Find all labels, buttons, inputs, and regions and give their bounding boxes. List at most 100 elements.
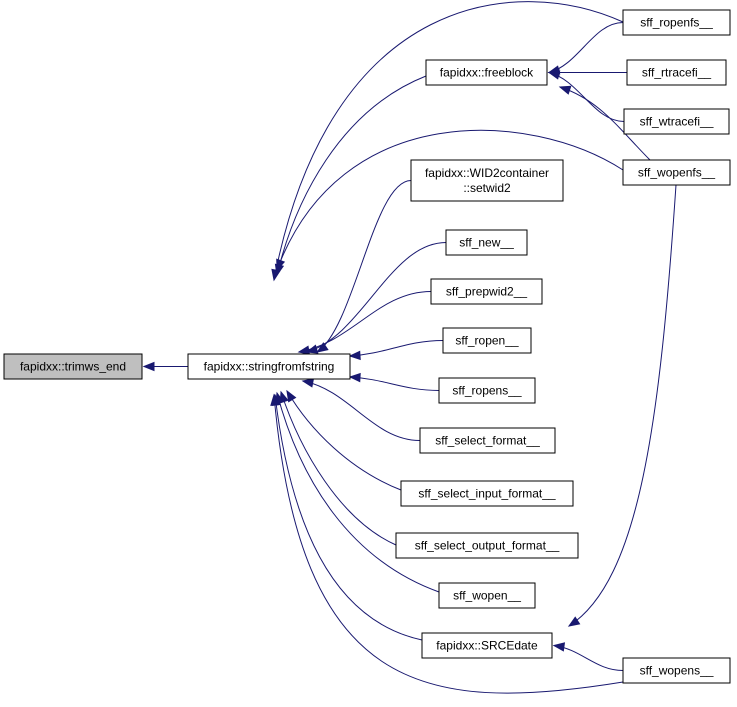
node-label: sff_prepwid2__ [446,285,527,299]
node-box [442,327,532,354]
edge-arrowhead [301,378,315,388]
node-box [622,657,731,684]
node-setwid2[interactable]: fapidxx::WID2container::setwid2 [410,159,564,202]
edge-sff_ropens-to-stringfromfstring [348,372,440,391]
node-label: sff_wopen__ [453,589,521,603]
node-label: sff_select_format__ [435,434,540,448]
node-box [622,159,731,186]
node-box [438,377,536,404]
node-label: fapidxx::SRCEdate [436,639,538,653]
edge-sff_wopenfs-to-srcedate [567,184,677,627]
node-sff-rtracefi[interactable]: sff_rtracefi__ [626,59,727,86]
node-box [445,229,528,256]
node-trimws-end: fapidxx::trimws_end [3,353,143,380]
node-sff-ropens[interactable]: sff_ropens__ [438,377,536,404]
edge-line [349,340,444,357]
node-label: sff_rtracefi__ [642,66,711,80]
edge-sff_ropenfs-to-freeblock [547,22,624,75]
edge-arrowhead [297,345,311,355]
edge-sff_select_input_format-to-stringfromfstring [286,389,402,491]
node-label: sff_new__ [459,236,514,250]
edge-arrowhead [558,85,572,95]
node-sff-ropen[interactable]: sff_ropen__ [442,327,532,354]
node-sff-select-output-format[interactable]: sff_select_output_format__ [395,532,579,559]
edge-arrowhead [276,258,286,272]
edge-line [306,242,447,353]
edge-arrowhead [316,342,329,353]
edge-line [548,72,625,122]
node-sff-prepwid2[interactable]: sff_prepwid2__ [430,278,543,305]
node-sff-ropenfs[interactable]: sff_ropenfs__ [622,9,731,36]
edge-arrowhead [270,393,280,406]
node-box [421,632,553,659]
node-sff-wtracefi[interactable]: sff_wtracefi__ [623,108,730,135]
node-sff-select-format[interactable]: sff_select_format__ [419,427,556,454]
node-box [187,353,351,380]
node-box [400,480,574,507]
edge-line [274,394,423,641]
node-box [622,9,731,36]
edge-arrowhead [567,616,581,627]
node-sff-wopenfs[interactable]: sff_wopenfs__ [622,159,731,186]
node-label: sff_select_output_format__ [415,539,560,553]
edge-sff_wopens-to-stringfromfstring [270,393,624,694]
edge-line [559,86,651,161]
node-label: fapidxx::trimws_end [20,360,126,374]
node-box [425,59,548,86]
node-label: sff_ropens__ [452,384,521,398]
edge-sff_prepwid2-to-stringfromfstring [297,291,432,355]
edge-line [280,391,397,546]
node-label: sff_ropenfs__ [640,16,713,30]
edge-sff_select_format-to-stringfromfstring [301,378,421,441]
edge-arrowhead [142,361,155,372]
edge-arrowhead [552,642,566,652]
edges-layer [142,1,677,694]
edge-line [273,394,624,694]
node-srcedate[interactable]: fapidxx::SRCEdate [421,632,553,659]
edge-arrowhead [348,372,361,383]
edge-sff_rtracefi-to-freeblock [547,67,627,78]
edge-freeblock-to-stringfromfstring [274,75,427,277]
node-label: fapidxx::stringfromfstring [204,360,335,374]
edge-sff_ropenfs-to-stringfromfstring [271,1,624,282]
edge-sff_ropen-to-stringfromfstring [348,340,444,361]
edge-stringfromfstring-to-trimws_end [142,361,188,372]
edge-sff_new-to-stringfromfstring [305,242,447,354]
node-box [626,59,727,86]
node-sff-wopens[interactable]: sff_wopens__ [622,657,731,684]
node-stringfromfstring[interactable]: fapidxx::stringfromfstring [187,353,351,380]
edge-line [276,392,440,593]
node-label: sff_select_input_format__ [418,487,556,501]
edge-line [286,390,402,491]
edge-sff_wopenfs-to-freeblock [558,85,651,161]
edge-arrowhead [286,389,297,403]
edge-arrowhead [271,268,281,282]
edge-setwid2-to-stringfromfstring [316,180,412,353]
edge-line [568,184,677,627]
edge-line [349,376,440,391]
node-label: sff_wopenfs__ [638,166,715,180]
edge-arrowhead [547,70,561,80]
edge-line [276,75,427,276]
node-label: sff_wopens__ [640,664,714,678]
node-sff-select-input-format[interactable]: sff_select_input_format__ [400,480,574,507]
edge-line [553,645,624,671]
node-box [438,582,536,609]
edge-line [302,380,421,441]
node-label: sff_ropen__ [455,334,518,348]
edge-line [317,180,412,353]
node-label: sff_wtracefi__ [640,115,714,129]
node-box [419,427,556,454]
node-freeblock[interactable]: fapidxx::freeblock [425,59,548,86]
node-label: ::setwid2 [463,181,511,195]
edge-line [548,22,624,73]
node-box [410,159,564,202]
edge-srcedate-to-stringfromfstring [271,393,423,641]
edge-line [273,1,624,281]
node-sff-wopen[interactable]: sff_wopen__ [438,582,536,609]
node-box [623,108,730,135]
node-sff-new[interactable]: sff_new__ [445,229,528,256]
edge-sff_wtracefi-to-freeblock [547,70,625,122]
edge-line [276,129,624,271]
node-label: fapidxx::freeblock [440,66,534,80]
